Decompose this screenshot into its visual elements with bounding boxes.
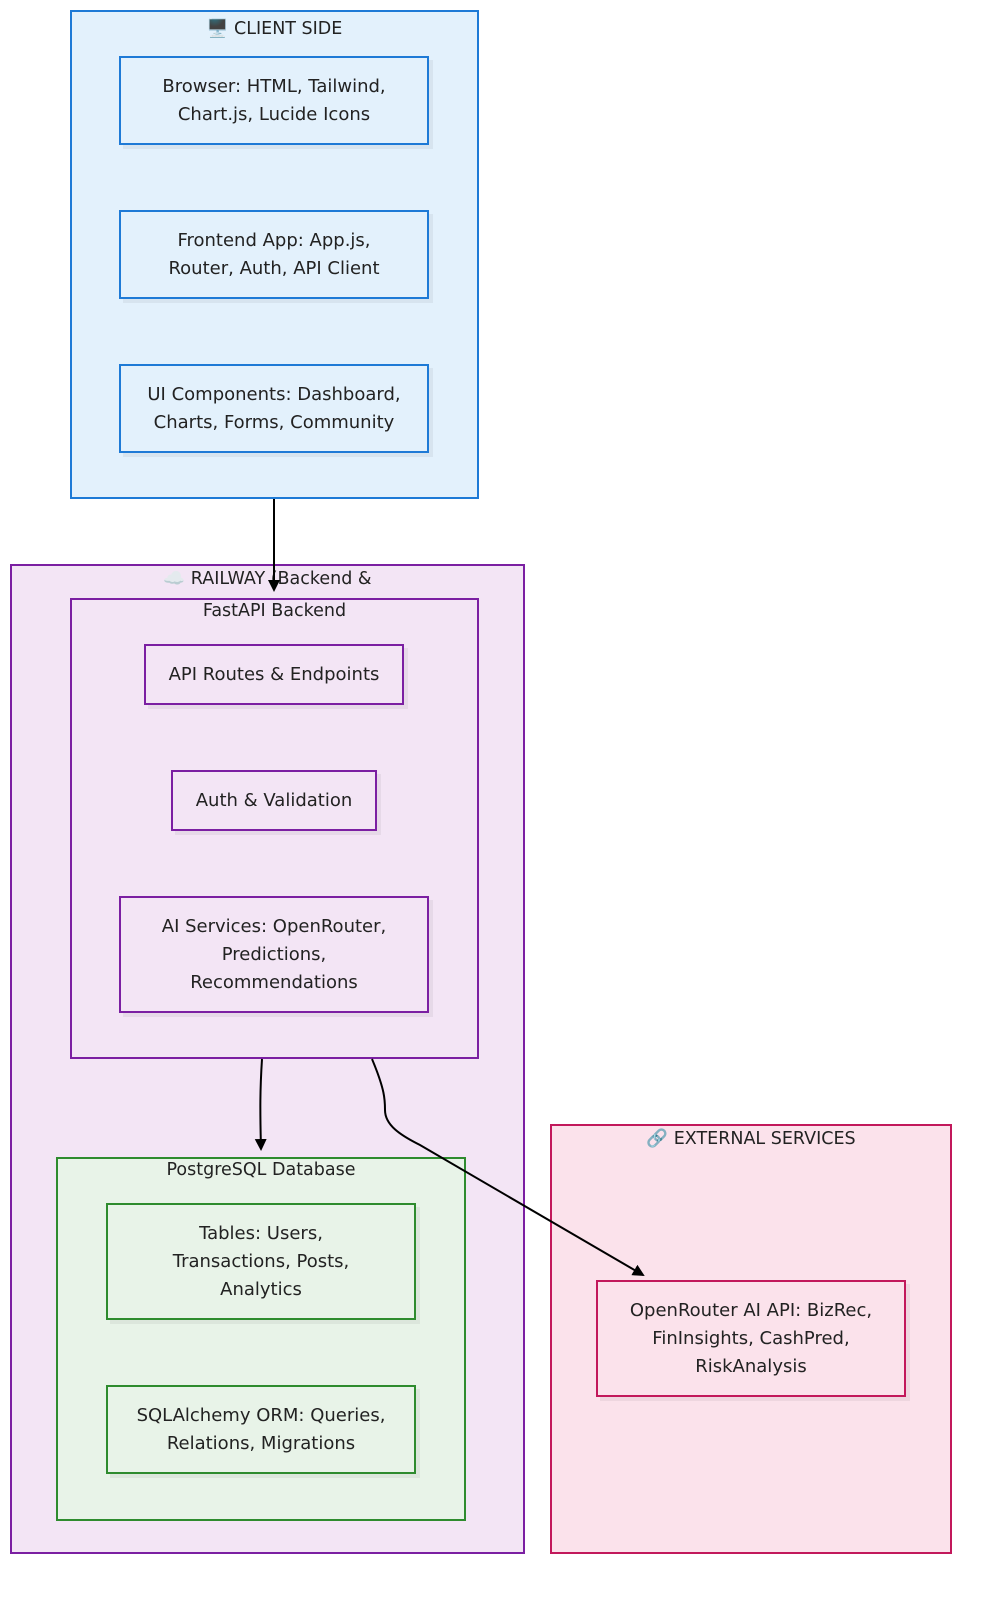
- ai-services-node-line: Recommendations: [190, 971, 358, 993]
- browser-node-line: Chart.js, Lucide Icons: [177, 103, 371, 125]
- ai-services-node-line: AI Services: OpenRouter,: [161, 915, 387, 937]
- ui-components-node-line: UI Components: Dashboard,: [147, 383, 401, 405]
- postgresql-database-title: PostgreSQL Database: [166, 1160, 356, 1180]
- api-routes-node[interactable]: API Routes & Endpoints: [144, 644, 404, 705]
- tables-node-line: Tables: Users,: [199, 1222, 323, 1244]
- auth-validation-node[interactable]: Auth & Validation: [171, 770, 377, 831]
- ai-services-node-line: Predictions,: [221, 943, 327, 965]
- ui-components-node[interactable]: UI Components: Dashboard, Charts, Forms,…: [119, 364, 429, 453]
- frontend-app-node-line: Frontend App: App.js,: [177, 229, 371, 251]
- sqlalchemy-node[interactable]: SQLAlchemy ORM: Queries, Relations, Migr…: [106, 1385, 416, 1474]
- auth-validation-node-line: Auth & Validation: [195, 789, 353, 811]
- browser-node[interactable]: Browser: HTML, Tailwind, Chart.js, Lucid…: [119, 56, 429, 145]
- ai-services-node[interactable]: AI Services: OpenRouter, Predictions, Re…: [119, 896, 429, 1013]
- openrouter-api-node-line: RiskAnalysis: [695, 1355, 807, 1377]
- railway-title: ☁️ RAILWAY (Backend &: [163, 569, 372, 589]
- tables-node-line: Transactions, Posts,: [172, 1250, 350, 1272]
- tables-node[interactable]: Tables: Users, Transactions, Posts, Anal…: [106, 1203, 416, 1320]
- browser-node-line: Browser: HTML, Tailwind,: [162, 75, 386, 97]
- external-services-title: 🔗 EXTERNAL SERVICES: [646, 1129, 856, 1149]
- openrouter-api-node[interactable]: OpenRouter AI API: BizRec, FinInsights, …: [596, 1280, 906, 1397]
- ui-components-node-line: Charts, Forms, Community: [153, 411, 395, 433]
- api-routes-node-line: API Routes & Endpoints: [168, 663, 380, 685]
- sqlalchemy-node-line: Relations, Migrations: [166, 1432, 356, 1454]
- sqlalchemy-node-line: SQLAlchemy ORM: Queries,: [136, 1404, 386, 1426]
- fastapi-backend-title: FastAPI Backend: [202, 601, 347, 621]
- frontend-app-node[interactable]: Frontend App: App.js, Router, Auth, API …: [119, 210, 429, 299]
- frontend-app-node-line: Router, Auth, API Client: [168, 257, 380, 279]
- client-side-title: 🖥️ CLIENT SIDE: [206, 19, 343, 39]
- tables-node-line: Analytics: [220, 1278, 302, 1300]
- openrouter-api-node-line: FinInsights, CashPred,: [652, 1327, 850, 1349]
- openrouter-api-node-line: OpenRouter AI API: BizRec,: [629, 1299, 873, 1321]
